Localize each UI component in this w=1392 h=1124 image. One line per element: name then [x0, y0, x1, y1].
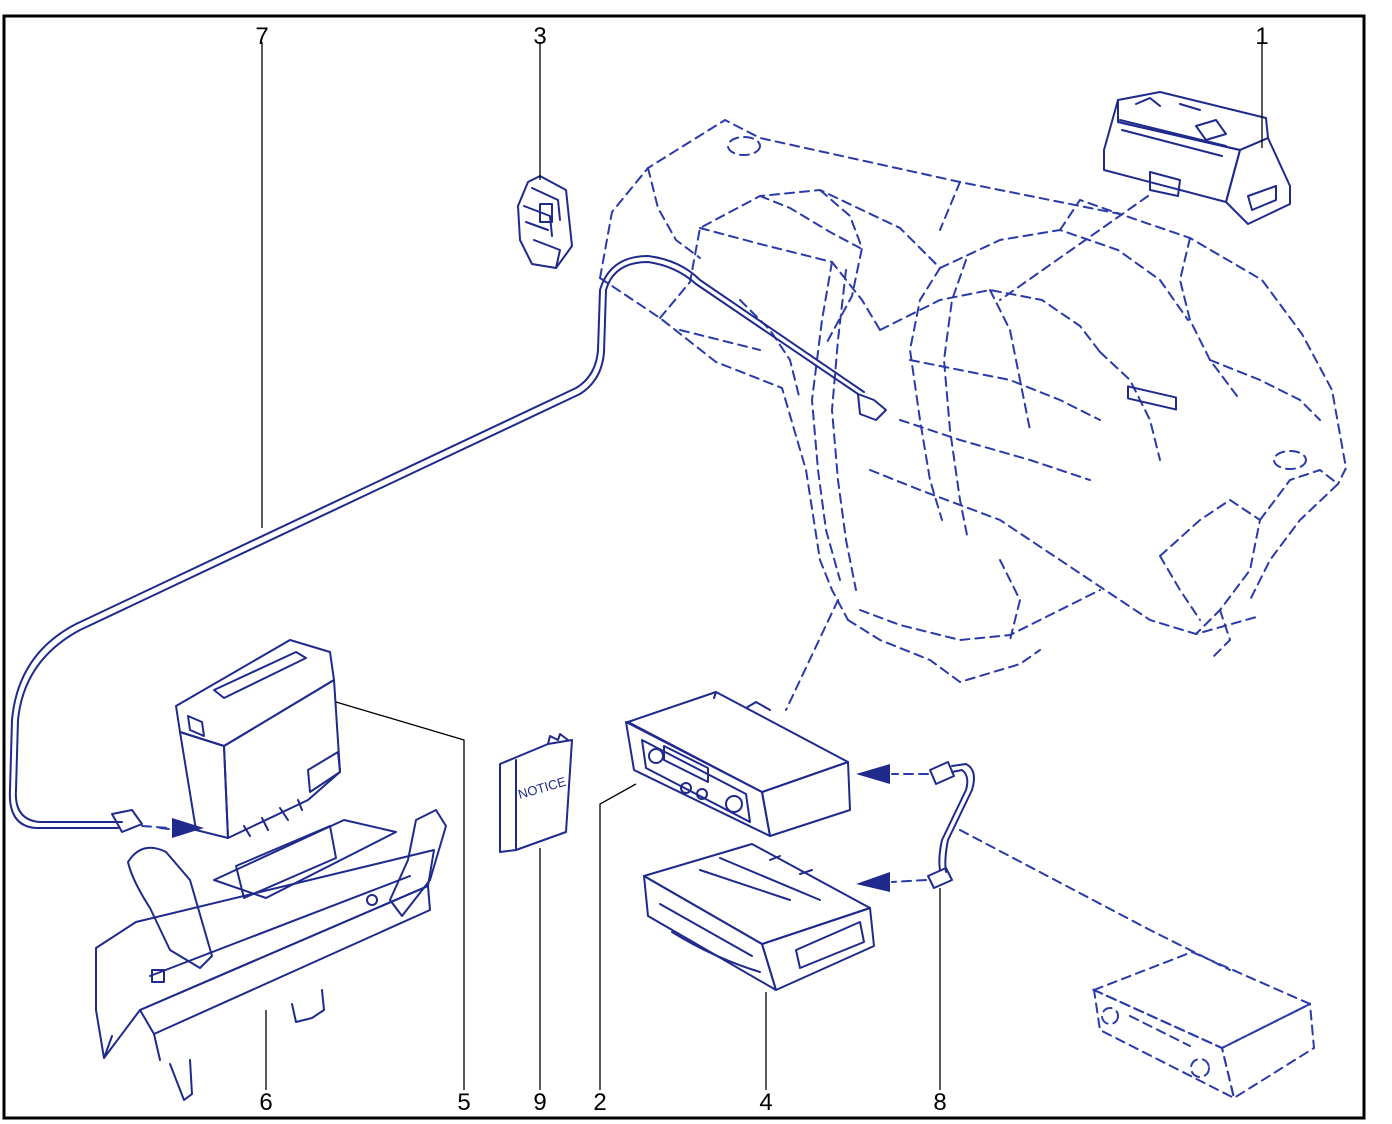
- connector-arrow-nav: [141, 818, 204, 838]
- dashed-leaders: [159, 195, 1231, 971]
- callout-number: 8: [933, 1089, 946, 1116]
- callout-number: 3: [533, 23, 546, 50]
- booklet-title: NOTICE: [516, 774, 568, 802]
- connector-arrow-changer: [856, 872, 927, 892]
- dashboard-outline: [599, 118, 1348, 684]
- mounting-bracket: [95, 809, 447, 1101]
- alternate-radio-outline: [1091, 950, 1316, 1100]
- radio-unit: [625, 691, 851, 837]
- leader-lines: [261, 42, 1263, 1090]
- cd-changer: [643, 843, 875, 991]
- callout-numbers: 1 2 3 4 5 6 7 8 9: [255, 23, 1268, 1116]
- callout-number: 7: [255, 23, 268, 50]
- notice-booklet: NOTICE: [499, 733, 573, 853]
- display-unit: [1103, 91, 1291, 411]
- connection-cable: [927, 761, 975, 889]
- connector-arrow-radio: [856, 764, 929, 784]
- callout-number: 6: [259, 1089, 272, 1116]
- callout-number: 2: [593, 1089, 606, 1116]
- callout-number: 1: [1255, 23, 1268, 50]
- diagram-frame: [2, 14, 1366, 1120]
- switch-module: [517, 175, 573, 269]
- navigation-box: [175, 639, 341, 839]
- antenna-cable: [8, 255, 887, 833]
- callout-number: 5: [457, 1089, 470, 1116]
- callout-number: 4: [759, 1089, 772, 1116]
- callout-number: 9: [533, 1089, 546, 1116]
